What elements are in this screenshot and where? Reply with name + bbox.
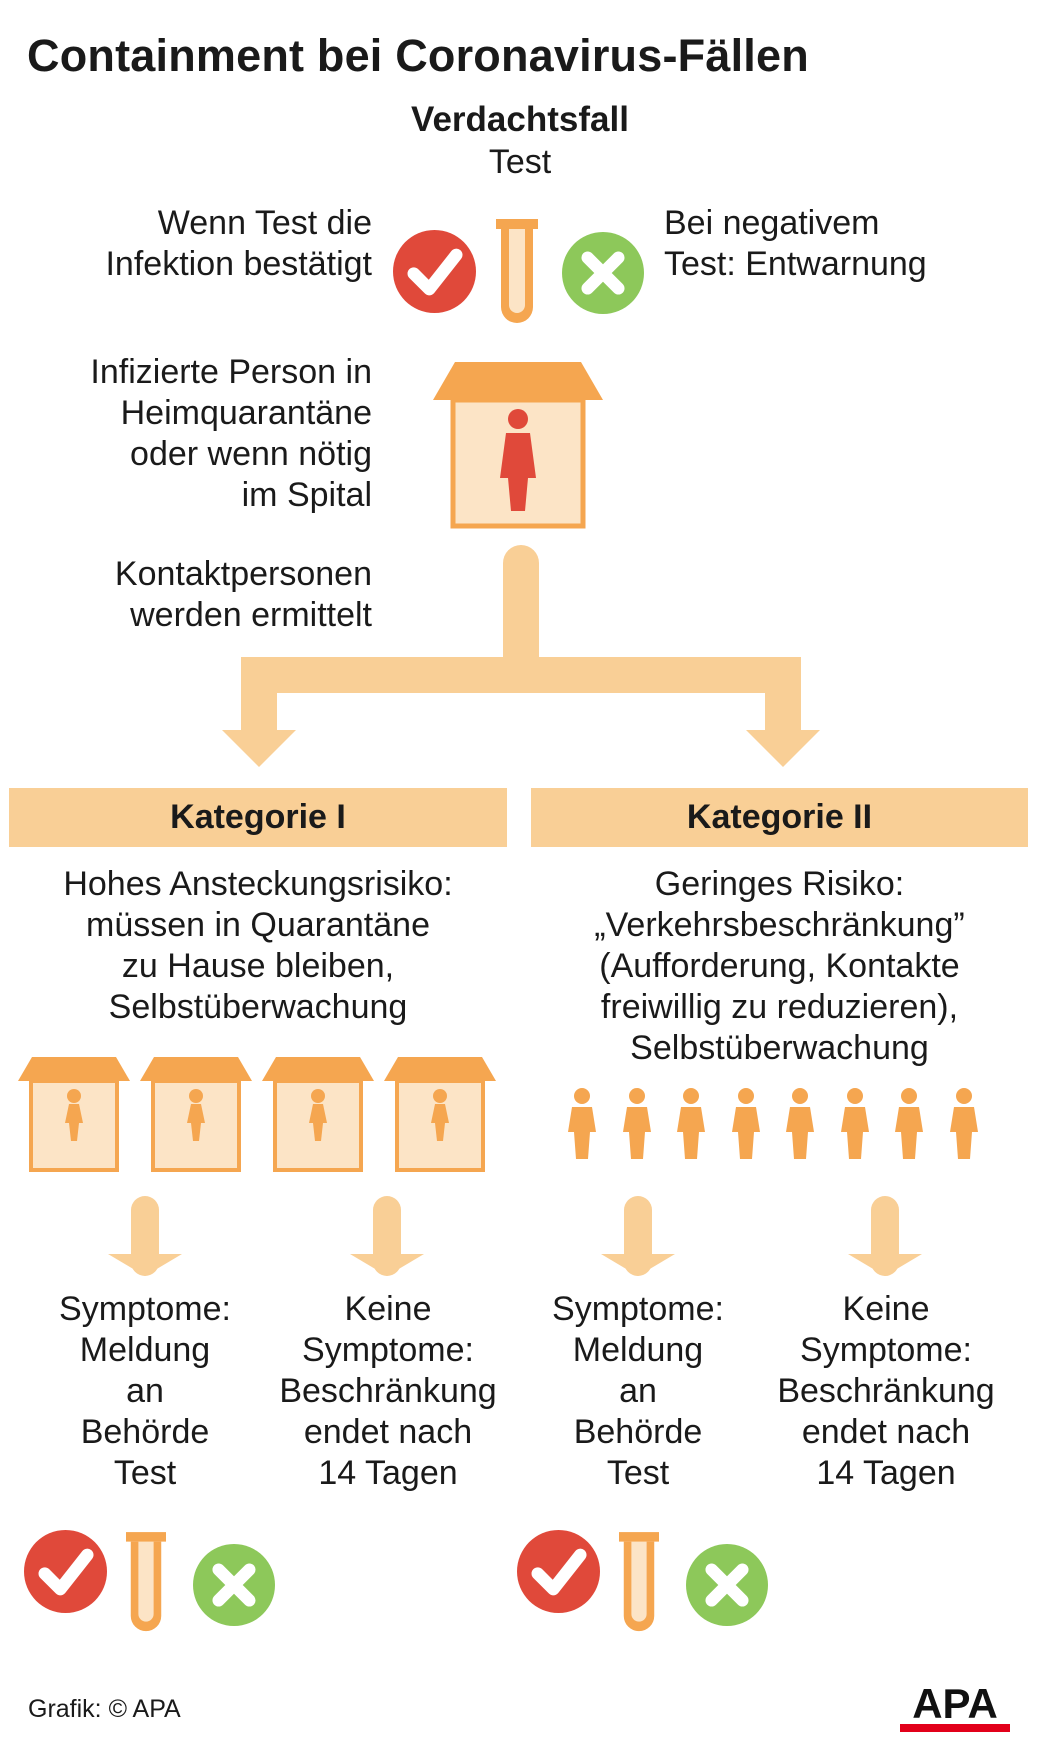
down-arrow-icon xyxy=(350,1196,424,1276)
house-icon xyxy=(140,1057,252,1172)
check-circle-icon xyxy=(393,230,476,313)
person-icon xyxy=(949,1088,978,1159)
down-arrow-icon xyxy=(601,1196,675,1276)
outcome-1-no-symptoms: Keine Symptome: Beschränkung endet nach … xyxy=(279,1290,497,1492)
test-label: Test xyxy=(488,143,552,181)
apa-logo: APA xyxy=(900,1680,1010,1732)
person-icon xyxy=(500,409,536,511)
suspect-heading: Verdachtsfall xyxy=(411,100,629,139)
credit: Grafik: © APA xyxy=(28,1695,181,1723)
positive-text: Wenn Test die Infektion bestätigt xyxy=(105,204,372,283)
person-icon xyxy=(840,1088,869,1159)
x-circle-icon xyxy=(193,1544,275,1626)
quarantine-houses xyxy=(18,1057,498,1172)
person-icon xyxy=(568,1088,596,1159)
person-icon xyxy=(187,1089,205,1141)
outcome-2-symptoms: Symptome: Meldung an Behörde Test xyxy=(552,1290,724,1492)
person-icon xyxy=(786,1088,814,1159)
person-icon xyxy=(622,1088,651,1159)
category-1-description: Hohes Ansteckungsrisiko: müssen in Quara… xyxy=(63,865,453,1026)
negative-text: Bei negativem Test: Entwarnung xyxy=(664,204,927,283)
test-tube-icon xyxy=(126,1532,166,1632)
person-icon xyxy=(309,1089,327,1141)
test-tube-icon xyxy=(496,219,538,323)
house-icon xyxy=(262,1057,374,1172)
house-icon xyxy=(433,362,603,529)
person-icon xyxy=(677,1088,705,1159)
category-2-description: Geringes Risiko: „Verkehrsbeschränkung” … xyxy=(594,865,965,1067)
house-icon xyxy=(384,1057,496,1172)
house-icon xyxy=(18,1057,130,1172)
person-icon xyxy=(895,1088,923,1159)
test-tube-icon xyxy=(619,1532,659,1632)
contact-people xyxy=(567,1088,987,1160)
outcome-1-symptoms: Symptome: Meldung an Behörde Test xyxy=(59,1290,231,1492)
person-icon xyxy=(431,1089,449,1141)
contacts-text: Kontaktpersonen werden ermittelt xyxy=(114,555,372,634)
check-circle-icon xyxy=(24,1530,107,1613)
category-2-label: Kategorie II xyxy=(531,788,1028,847)
down-arrow-icon xyxy=(108,1196,182,1276)
x-circle-icon xyxy=(562,232,644,314)
check-circle-icon xyxy=(517,1530,600,1613)
page-title: Containment bei Coronavirus-Fällen xyxy=(27,30,809,81)
down-arrow-icon xyxy=(848,1196,922,1276)
svg-text:APA: APA xyxy=(912,1680,998,1727)
outcome-2-no-symptoms: Keine Symptome: Beschränkung endet nach … xyxy=(777,1290,995,1492)
person-icon xyxy=(731,1088,760,1159)
person-icon xyxy=(65,1089,83,1141)
category-1-label: Kategorie I xyxy=(9,788,507,847)
quarantine-text: Infizierte Person in Heimquarantäne oder… xyxy=(90,353,372,514)
x-circle-icon xyxy=(686,1544,768,1626)
